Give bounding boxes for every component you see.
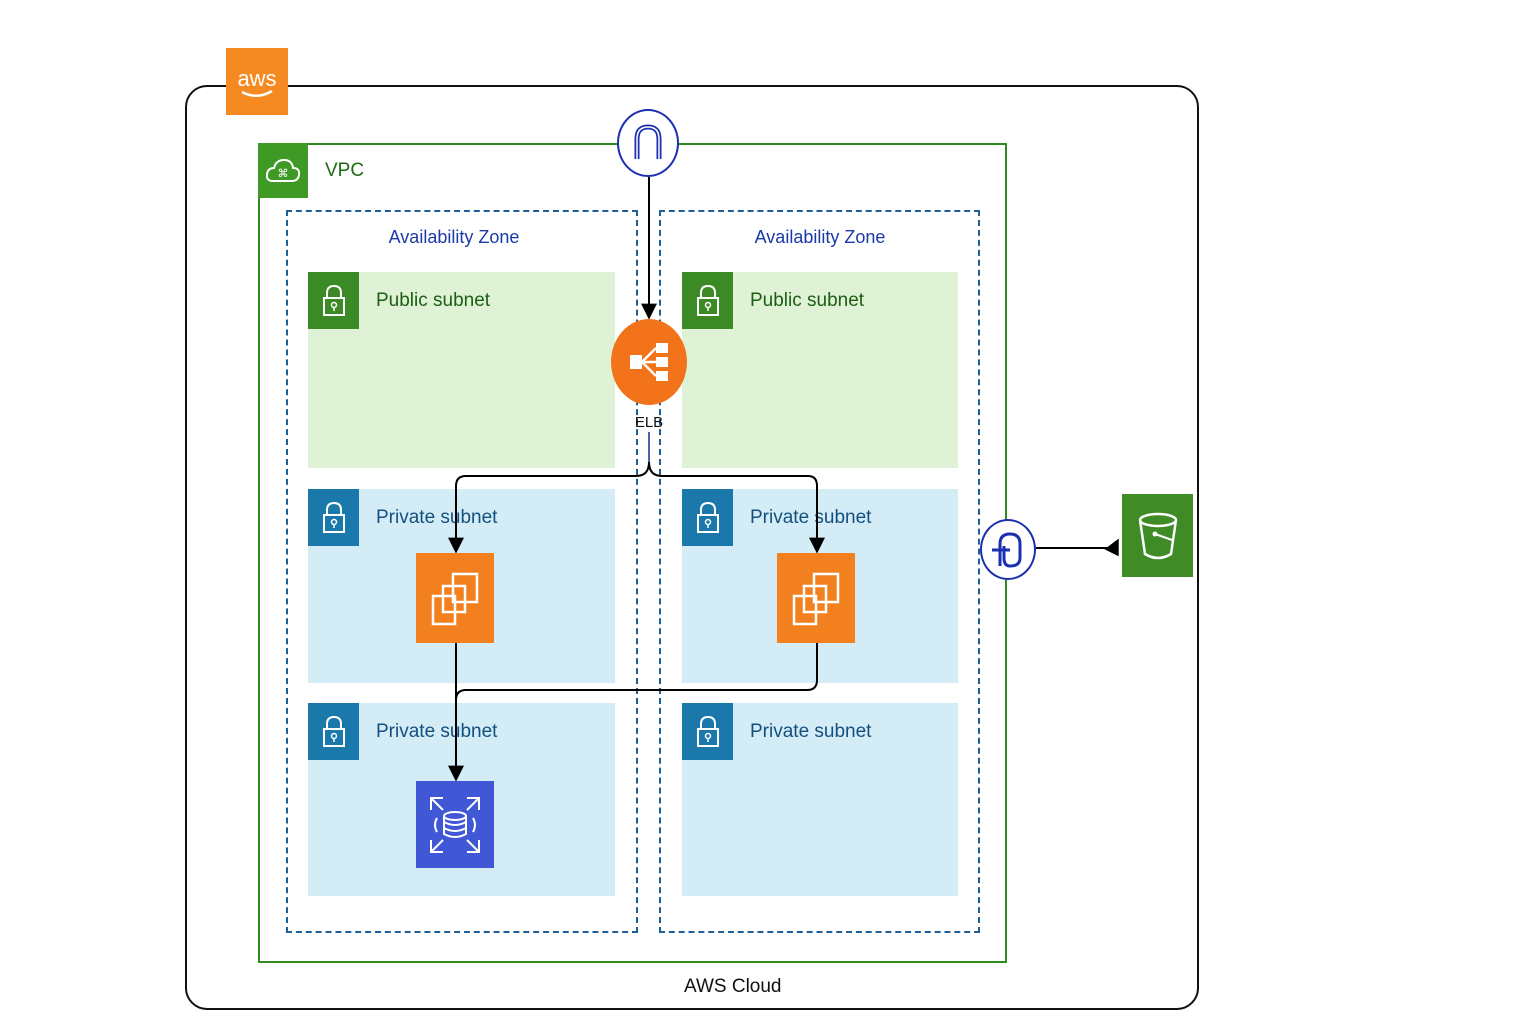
subnet-label: Private subnet (376, 507, 498, 528)
elb-label: ELB (634, 414, 664, 431)
lock-icon (682, 703, 733, 760)
rds-database-icon (416, 781, 494, 868)
subnet-label: Public subnet (376, 290, 491, 311)
svg-text:aws: aws (237, 66, 276, 91)
availability-zone-2-label: Availability Zone (754, 227, 886, 247)
aws-cloud-label: AWS Cloud (684, 976, 782, 997)
subnet-label: Private subnet (376, 721, 498, 742)
lock-icon (308, 489, 359, 546)
endpoint-to-s3-connector (1036, 538, 1119, 557)
elb-to-ec2-az2-connector (648, 461, 825, 554)
subnet-label: Private subnet (750, 721, 872, 742)
ec2-instance-az1-icon (416, 553, 494, 643)
vpc-endpoint-icon (980, 519, 1036, 580)
s3-bucket-icon (1122, 494, 1193, 577)
private-subnet-az2-db: Private subnet (682, 703, 958, 896)
aws-cloud-group (185, 85, 1199, 1010)
subnet-label: Public subnet (750, 290, 865, 311)
vpc-cloud-icon: ⌘ (258, 143, 308, 198)
ec2-instance-az2-icon (777, 553, 855, 643)
elb-icon (611, 319, 687, 405)
svg-text:⌘: ⌘ (278, 167, 289, 180)
public-subnet-az1: Public subnet (308, 272, 615, 468)
ec2-az2-to-rds-connector (455, 642, 818, 701)
lock-icon (308, 703, 359, 760)
internet-gateway-icon (617, 109, 679, 177)
lock-icon (682, 489, 733, 546)
availability-zone-1 (286, 210, 638, 933)
vpc-label: VPC (325, 160, 365, 181)
lock-icon (682, 272, 733, 329)
subnet-label: Private subnet (750, 507, 872, 528)
availability-zone-1-label: Availability Zone (388, 227, 520, 247)
aws-logo-icon: aws (226, 48, 288, 115)
elb-to-ec2-az1-connector (448, 461, 650, 554)
lock-icon (308, 272, 359, 329)
availability-zone-2 (659, 210, 980, 933)
public-subnet-az2: Public subnet (682, 272, 958, 468)
